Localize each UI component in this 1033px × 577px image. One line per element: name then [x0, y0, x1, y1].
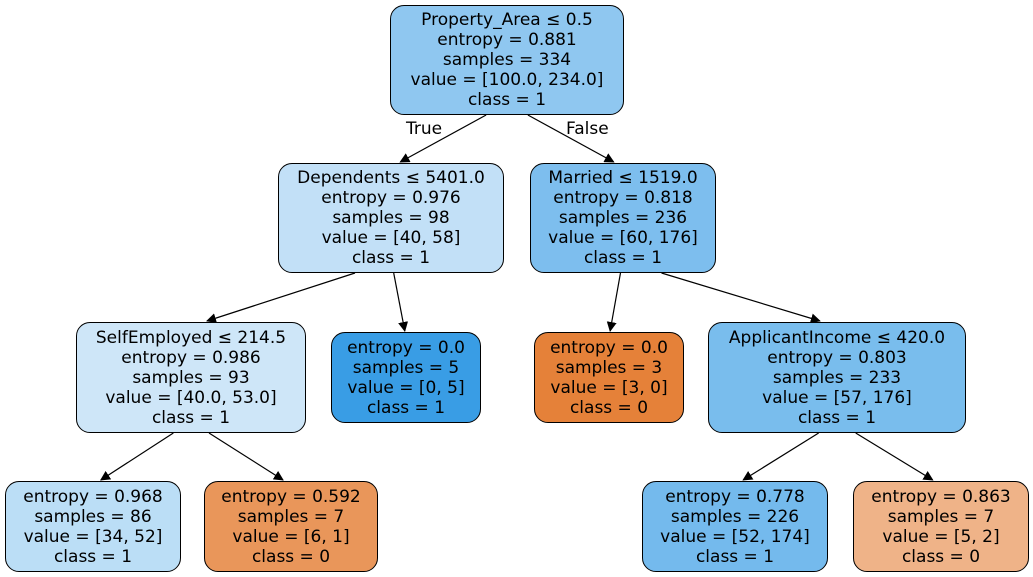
node-text-line: value = [60, 176] [548, 228, 698, 248]
node-text-line: entropy = 0.986 [121, 347, 261, 368]
node-text-line: Married ≤ 1519.0 [548, 168, 698, 188]
node-text-line: samples = 5 [352, 357, 460, 378]
node-text-line: entropy = 0.592 [221, 486, 361, 507]
tree-edge-n6-n10 [855, 432, 934, 481]
node-text-line: value = [6, 1] [232, 526, 350, 547]
tree-edge-n2-n6 [661, 272, 821, 324]
node-text-line: class = 1 [583, 248, 663, 268]
node-text-line: value = [5, 2] [882, 526, 1000, 547]
node-text-line: samples = 93 [132, 367, 250, 388]
node-text-line: class = 1 [695, 546, 775, 567]
node-text-line: samples = 7 [237, 506, 345, 527]
node-text-line: entropy = 0.863 [871, 486, 1011, 507]
node-text-line: class = 1 [366, 397, 446, 418]
node-text-line: class = 1 [351, 248, 431, 268]
node-text-line: value = [57, 176] [762, 387, 912, 408]
node-text-line: ApplicantIncome ≤ 420.0 [728, 327, 946, 348]
tree-edge-n6-n9 [742, 432, 819, 481]
tree-edge-root-n2 [527, 114, 615, 163]
node-text-line: class = 1 [797, 407, 877, 428]
tree-edge-n3-n7 [100, 432, 174, 481]
node-text-line: value = [40, 58] [321, 228, 461, 248]
node-text-line: samples = 236 [558, 208, 688, 228]
node-text-line: entropy = 0.0 [550, 337, 668, 358]
node-text-line: samples = 233 [772, 367, 902, 388]
node-text-line: entropy = 0.968 [23, 486, 163, 507]
node-text-line: entropy = 0.881 [437, 30, 577, 50]
node-text-line: samples = 3 [555, 357, 663, 378]
edge-label-false: False [566, 119, 609, 139]
node-text-line: samples = 7 [887, 506, 995, 527]
tree-edge-root-n1 [399, 114, 487, 163]
tree-edge-n2-n5 [606, 272, 622, 332]
node-text-line: entropy = 0.778 [665, 486, 805, 507]
node-text-line: value = [52, 174] [660, 526, 810, 547]
node-text-line: entropy = 0.803 [767, 347, 907, 368]
node-text-line: class = 1 [53, 546, 133, 567]
node-text-line: SelfEmployed ≤ 214.5 [95, 327, 287, 348]
node-text-line: entropy = 0.818 [553, 188, 693, 208]
node-text-line: class = 0 [569, 397, 649, 418]
tree-edge-n1-n3 [206, 272, 356, 323]
node-text-line: Dependents ≤ 5401.0 [297, 168, 485, 188]
node-text-line: entropy = 0.976 [321, 188, 461, 208]
node-text-line: samples = 334 [442, 50, 572, 70]
node-text-line: class = 1 [467, 90, 547, 110]
edge-label-true: True [406, 119, 443, 139]
node-text-line: samples = 86 [34, 506, 152, 527]
node-text-line: class = 0 [251, 546, 331, 567]
node-text-line: samples = 98 [332, 208, 450, 228]
tree-edge-n3-n8 [208, 432, 284, 481]
node-text-line: class = 0 [901, 546, 981, 567]
node-text-line: class = 1 [151, 407, 231, 428]
node-text-line: value = [34, 52] [23, 526, 163, 547]
node-text-line: value = [0, 5] [347, 377, 465, 398]
node-text-line: value = [40.0, 53.0] [105, 387, 277, 408]
node-text-line: entropy = 0.0 [347, 337, 465, 358]
node-text-line: value = [100.0, 234.0] [410, 70, 604, 90]
tree-edge-n1-n4 [393, 272, 409, 332]
node-text-line: value = [3, 0] [550, 377, 668, 398]
node-text-line: Property_Area ≤ 0.5 [421, 10, 593, 30]
node-text-line: samples = 226 [670, 506, 800, 527]
